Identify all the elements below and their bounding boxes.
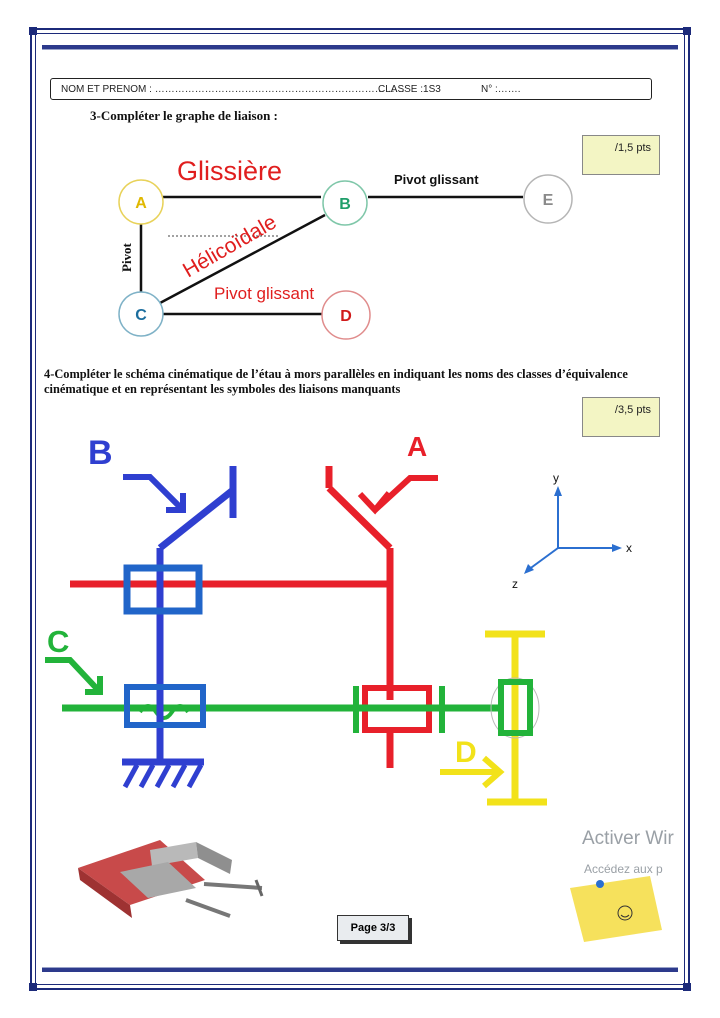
axis-triad: y x z xyxy=(512,471,632,591)
axis-z-label: z xyxy=(512,577,518,591)
link-label-pivot-glissant-be: Pivot glissant xyxy=(394,172,479,187)
label-d: D xyxy=(455,736,477,769)
vise-illustration xyxy=(78,840,264,918)
node-a xyxy=(118,179,164,225)
points-box-q3: /1,5 pts xyxy=(582,135,660,175)
corner-ornament xyxy=(683,27,691,35)
node-d xyxy=(321,290,371,340)
link-c-b xyxy=(159,213,326,305)
activation-watermark: Activer Wir xyxy=(582,828,674,849)
node-b-label: B xyxy=(339,196,351,213)
student-info-box: NOM ET PRENOM : ………………………………………………………………… xyxy=(50,78,652,100)
question-4-title: 4-Compléter le schéma cinématique de l’é… xyxy=(44,367,628,396)
label-b: B xyxy=(88,434,113,472)
class-b-blue xyxy=(122,466,237,789)
link-label-glissiere: Glissière xyxy=(177,156,282,186)
number-label: N° :……. xyxy=(481,84,521,95)
label-a: A xyxy=(407,431,427,462)
link-label-pivot-glissant-cd: Pivot glissant xyxy=(214,284,314,303)
header-rule xyxy=(42,45,678,50)
corner-ornament xyxy=(29,983,37,991)
node-e-label: E xyxy=(543,192,554,209)
question-3-title: 3-Compléter le graphe de liaison : xyxy=(90,108,278,123)
points-q4: /3,5 pts xyxy=(614,404,651,416)
activation-watermark-sub: Accédez aux p xyxy=(584,862,663,876)
axis-y-label: y xyxy=(553,471,559,485)
name-field-label: NOM ET PRENOM : ………………………………………………………………… xyxy=(61,84,405,95)
footer-rule xyxy=(42,967,678,972)
corner-ornament xyxy=(683,983,691,991)
corner-ornament xyxy=(29,27,37,35)
node-c xyxy=(118,291,164,337)
page-number-badge: Page 3/3 xyxy=(337,915,409,941)
node-a-label: A xyxy=(135,195,147,212)
class-d-yellow xyxy=(440,630,547,806)
page-border-inner xyxy=(35,33,685,985)
sticky-note xyxy=(570,876,662,942)
node-b xyxy=(322,180,368,226)
link-label-pivot: Pivot xyxy=(119,242,134,272)
page-border xyxy=(30,28,690,990)
node-d-label: D xyxy=(340,308,352,325)
class-label: CLASSE :1S3 xyxy=(378,84,441,95)
node-c-label: C xyxy=(135,307,147,324)
axis-x-label: x xyxy=(626,541,632,555)
node-e xyxy=(523,174,573,224)
points-box-q4: /3,5 pts xyxy=(582,397,660,437)
class-c-green xyxy=(45,657,500,733)
points-q3: /1,5 pts xyxy=(614,142,651,154)
label-c: C xyxy=(47,624,69,659)
